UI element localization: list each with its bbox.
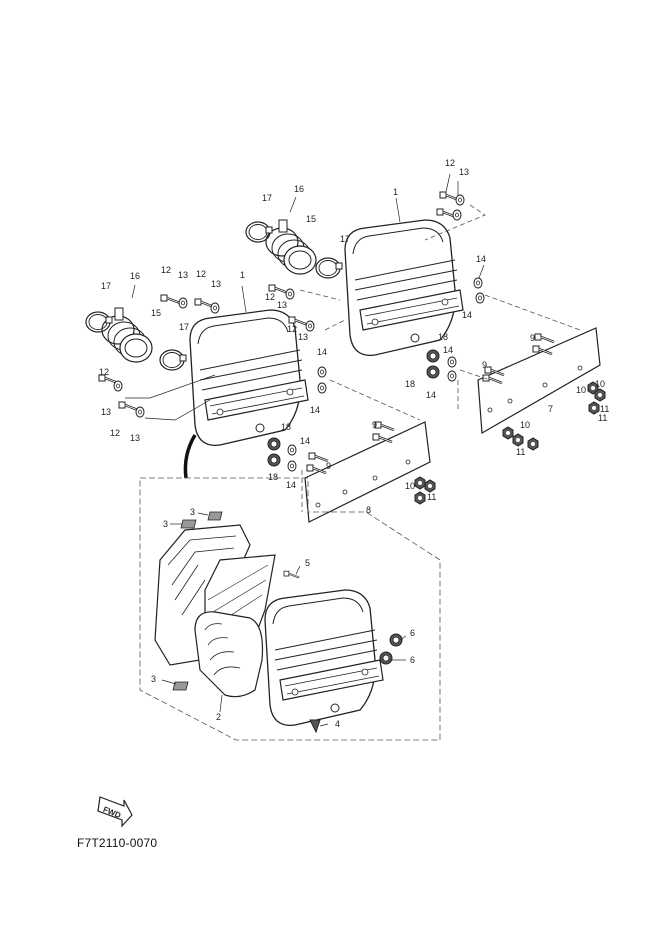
diagram-code: F7T2110-0070: [77, 836, 158, 850]
callout-18: 18: [438, 332, 448, 342]
callout-11: 11: [516, 447, 525, 457]
callout-10: 10: [520, 420, 530, 430]
callout-14: 14: [443, 345, 453, 355]
callout-14: 14: [462, 310, 472, 320]
leader-lines: [125, 173, 485, 421]
fwd-arrow-icon: FWD: [97, 796, 133, 828]
callout-14: 14: [286, 480, 296, 490]
callout-12: 12: [287, 324, 297, 334]
callout-3: 3: [190, 507, 195, 517]
callout-6: 6: [410, 655, 415, 665]
detail-arrow: [183, 434, 197, 479]
callout-17: 17: [262, 193, 272, 203]
callout-4: 4: [335, 719, 340, 729]
callout-6: 6: [410, 628, 415, 638]
callout-8: 8: [366, 505, 371, 515]
callout-1: 1: [393, 187, 398, 197]
callout-14: 14: [300, 436, 310, 446]
callout-16: 16: [130, 271, 140, 281]
callout-13: 13: [178, 270, 188, 280]
callout-10: 10: [405, 481, 415, 491]
callout-5: 5: [305, 558, 310, 568]
callout-13: 13: [277, 300, 287, 310]
callout-1: 1: [240, 270, 245, 280]
callout-17: 17: [179, 322, 189, 332]
callout-13: 13: [130, 433, 140, 443]
callout-12: 12: [161, 265, 171, 275]
callout-11: 11: [600, 404, 609, 414]
callout-11: 11: [427, 492, 436, 502]
intake-boot-lower: [85, 307, 187, 371]
callout-18: 18: [281, 422, 291, 432]
callout-18: 18: [268, 472, 278, 482]
detail-fasteners: [172, 511, 403, 734]
callout-17: 17: [101, 281, 111, 291]
callout-7: 7: [548, 404, 553, 414]
bracket-plate-7: [478, 328, 600, 433]
callout-2: 2: [216, 712, 221, 722]
callout-14: 14: [426, 390, 436, 400]
callout-12: 12: [445, 158, 455, 168]
callout-12: 12: [110, 428, 120, 438]
callout-9: 9: [530, 333, 535, 343]
callout-13: 13: [211, 279, 221, 289]
callout-13: 13: [101, 407, 111, 417]
callout-15: 15: [306, 214, 316, 224]
alignment-lines: [299, 204, 581, 512]
callout-12: 12: [196, 269, 206, 279]
intake-boot-upper: [245, 219, 343, 279]
callout-16: 16: [294, 184, 304, 194]
callout-12: 12: [265, 292, 275, 302]
callout-12: 12: [99, 367, 109, 377]
callout-18: 18: [405, 379, 415, 389]
callout-9: 9: [482, 360, 487, 370]
callout-13: 13: [298, 332, 308, 342]
filter-case-body: [264, 589, 384, 726]
callout-13: 13: [459, 167, 469, 177]
callout-15: 15: [151, 308, 161, 318]
callout-14: 14: [317, 347, 327, 357]
callout-11: 11: [598, 413, 607, 423]
callout-17: 17: [340, 234, 350, 244]
callout-10: 10: [576, 385, 586, 395]
detail-box: [139, 477, 441, 741]
callout-14: 14: [310, 405, 320, 415]
bracket-plate-8: [305, 422, 430, 522]
callout-3: 3: [163, 519, 168, 529]
callout-9: 9: [372, 420, 377, 430]
callout-10: 10: [595, 379, 605, 389]
filter-duct-2: [195, 612, 263, 697]
callout-3: 3: [151, 674, 156, 684]
callout-9: 9: [326, 461, 331, 471]
detail-leaders: [161, 512, 407, 727]
callout-14: 14: [476, 254, 486, 264]
